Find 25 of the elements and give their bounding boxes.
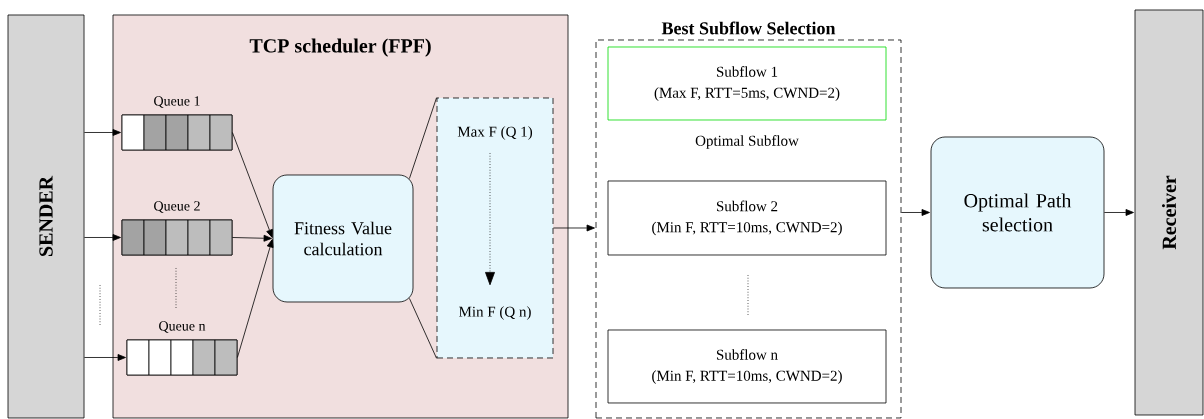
- process-box: Optimal Path selection: [930, 136, 1105, 289]
- node-caption: Queue 1: [154, 96, 200, 108]
- arrow: [1104, 209, 1134, 216]
- queue-drawing: [121, 219, 233, 256]
- node-caption: Queue n: [159, 321, 206, 333]
- arrow: [901, 209, 930, 216]
- arrow: [84, 234, 121, 241]
- arrow: [84, 129, 121, 136]
- endpoint-box: SENDER: [7, 14, 85, 419]
- arrow: [84, 354, 126, 361]
- arrow: [232, 234, 272, 242]
- arrow: [553, 224, 595, 232]
- subflow-box: Subflow 2 (Min F, RTT=10ms, CWND=2): [607, 180, 887, 256]
- node-label: Best Subflow Selection: [661, 21, 836, 35]
- arrow: [237, 239, 274, 358]
- endpoint-box: Receiver: [1134, 9, 1204, 416]
- node-caption: Queue 2: [154, 201, 200, 213]
- subflow-box: Subflow 1 (Max F, RTT=5ms, CWND=2): [607, 46, 887, 121]
- subflow-box: Subflow n (Min F, RTT=10ms, CWND=2): [607, 329, 887, 404]
- ranking-box: Max F (Q 1) Min F (Q n): [436, 97, 554, 359]
- node-caption: Optimal Subflow: [695, 135, 799, 149]
- process-box: Fitness Value calculation: [272, 174, 414, 303]
- queue-drawing: [121, 114, 233, 151]
- arrow: [232, 132, 273, 238]
- queue-drawing: [126, 339, 238, 376]
